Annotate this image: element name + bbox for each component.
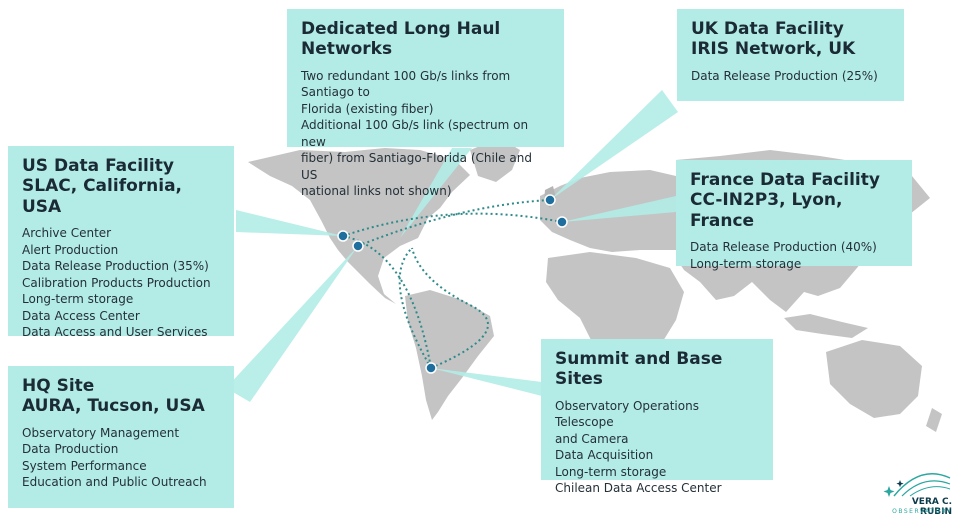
- logo-subtitle: OBSERVATORY: [892, 508, 952, 515]
- box-list-item: fiber) from Santiago-Florida (Chile and …: [301, 151, 532, 182]
- pointer-us: [236, 210, 343, 236]
- route-us-uk: [357, 199, 551, 247]
- box-items: Two redundant 100 Gb/s links from Santia…: [301, 68, 550, 200]
- land-europe: [540, 170, 676, 252]
- box-list-item: Additional 100 Gb/s link (spectrum on ne…: [301, 118, 529, 149]
- box-title: Dedicated Long Haul Networks: [301, 19, 550, 60]
- site-marker-slac[interactable]: [337, 230, 349, 242]
- box-list-item: Florida (existing fiber): [301, 101, 434, 116]
- rubin-observatory-logo: VERA C. RUBIN OBSERVATORY: [880, 470, 952, 518]
- box-list-item: Observatory Operations Telescope: [555, 398, 699, 430]
- box-list-item: Two redundant 100 Gb/s links from Santia…: [301, 68, 511, 100]
- box-list-item: Data Acquisition: [555, 448, 654, 463]
- box-list-item: Data Access and User Services: [22, 325, 208, 340]
- site-marker-uk[interactable]: [544, 194, 556, 206]
- land-north-america: [248, 148, 470, 304]
- box-list-item: Alert Production: [22, 242, 119, 257]
- box-list-item: Long-term storage: [22, 292, 134, 307]
- box-list-item: and Camera: [555, 431, 629, 446]
- box-title-line: IRIS Network, UK: [691, 39, 856, 60]
- pointer-hq: [226, 246, 358, 402]
- box-list-item: Long-term storage: [555, 464, 667, 479]
- box-list-item: System Performance: [22, 458, 147, 473]
- box-title-line: CC-IN2P3, Lyon, France: [690, 190, 843, 231]
- box-list-item: Data Release Production (25%): [691, 68, 878, 83]
- site-marker-tucson[interactable]: [352, 240, 364, 252]
- land-indonesia: [784, 314, 868, 338]
- route-santiago-florida-a: [398, 247, 432, 369]
- box-items: Data Release Production (25%): [691, 68, 890, 85]
- box-title-line: Dedicated Long Haul Networks: [301, 19, 501, 60]
- box-list-item: Data Production: [22, 442, 119, 457]
- site-marker-chile[interactable]: [425, 362, 437, 374]
- box-title-line: SLAC, California, USA: [22, 176, 183, 217]
- box-list-item: national links not shown): [301, 184, 452, 199]
- box-title-line: Summit and Base Sites: [555, 349, 723, 390]
- pointer-uk: [550, 90, 678, 200]
- box-list-item: Education and Public Outreach: [22, 475, 207, 490]
- box-title-line: US Data Facility: [22, 156, 174, 176]
- land-australia: [826, 340, 922, 418]
- box-list-item: Observatory Management: [22, 425, 180, 440]
- box-title: Summit and Base Sites: [555, 349, 759, 390]
- pointer-france: [562, 196, 676, 222]
- network-info-box: Dedicated Long Haul Networks Two redunda…: [287, 9, 564, 198]
- box-list-item: Long-term storage: [690, 256, 802, 271]
- box-list-item: Calibration Products Production: [22, 275, 211, 290]
- land-south-america: [405, 290, 494, 420]
- box-list-item: Chilean Data Access Center: [555, 481, 722, 496]
- box-list-item: Data Release Production (35%): [22, 259, 209, 274]
- box-list-item: Data Access Center: [22, 308, 140, 323]
- box-title-line: AURA, Tucson, USA: [22, 396, 205, 417]
- site-marker-lyon[interactable]: [556, 216, 568, 228]
- box-title-line: UK Data Facility: [691, 19, 844, 39]
- pointer-network: [400, 148, 472, 238]
- pointer-summit: [431, 368, 542, 396]
- box-title-line: HQ Site: [22, 376, 95, 396]
- summit-base-box: Summit and Base Sites Observatory Operat…: [541, 339, 773, 495]
- box-title-line: France Data Facility: [690, 170, 880, 190]
- route-us-france: [342, 212, 563, 237]
- box-items: Data Release Production (40%)Long-term s…: [690, 239, 898, 272]
- land-new-zealand: [926, 408, 942, 432]
- rubin-starburst-logo-icon: [883, 473, 951, 497]
- box-list-item: Archive Center: [22, 226, 112, 241]
- land-greenland: [470, 138, 520, 182]
- box-list-item: Data Release Production (40%): [690, 240, 877, 255]
- logo-title: VERA C. RUBIN: [911, 497, 952, 517]
